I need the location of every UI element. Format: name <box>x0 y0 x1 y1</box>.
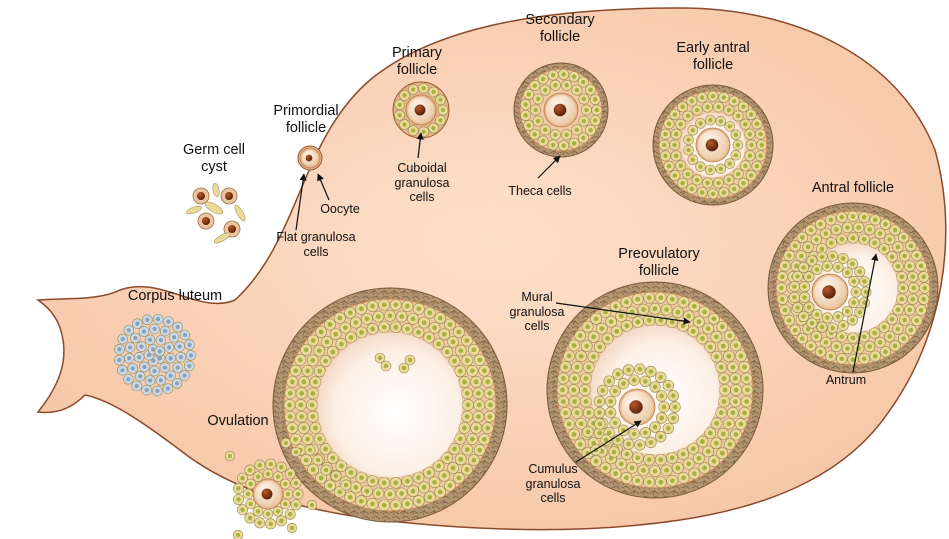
label-theca-cells: Theca cells <box>494 184 586 199</box>
label-early-antral-follicle: Early antral follicle <box>662 40 764 74</box>
label-preovulatory-follicle: Preovulatory follicle <box>596 246 722 280</box>
label-secondary-follicle: Secondary follicle <box>510 12 610 46</box>
label-flat-granulosa-cells: Flat granulosa cells <box>262 230 370 259</box>
label-antral-follicle: Antral follicle <box>792 180 914 197</box>
label-ovulation: Ovulation <box>196 413 280 430</box>
label-mural-granulosa-cells: Mural granulosa cells <box>500 290 574 334</box>
germ-cell-cyst <box>185 183 247 246</box>
primary-follicle <box>393 82 449 138</box>
early-antral-follicle <box>653 85 773 205</box>
label-antrum: Antrum <box>810 373 882 388</box>
label-germ-cell-cyst: Germ cell cyst <box>166 142 262 176</box>
label-primordial-follicle: Primordial follicle <box>260 103 352 137</box>
label-corpus-luteum: Corpus luteum <box>110 288 240 305</box>
secondary-follicle <box>514 63 608 157</box>
label-cuboidal-granulosa-cells: Cuboidal granulosa cells <box>385 161 459 205</box>
ovulating-follicle <box>273 288 507 522</box>
primordial-follicle <box>298 146 322 170</box>
label-primary-follicle: Primary follicle <box>377 45 457 79</box>
antral-follicle <box>768 203 938 373</box>
label-cumulus-granulosa-cells: Cumulus granulosa cells <box>516 462 590 506</box>
label-oocyte: Oocyte <box>313 202 367 217</box>
